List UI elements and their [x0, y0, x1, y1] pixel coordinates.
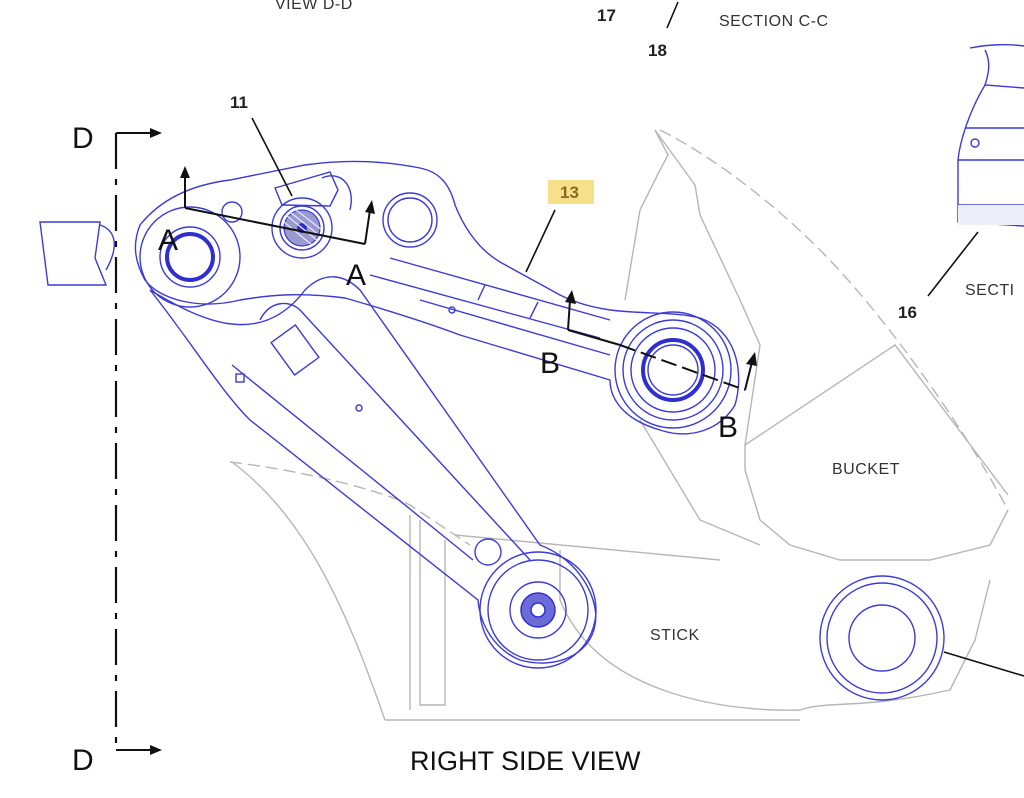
- leader-18: [666, 1, 679, 29]
- section-d-top: D: [72, 122, 94, 155]
- leader-16: [927, 231, 979, 297]
- section-b-left: B: [540, 347, 560, 380]
- section-partial-right: 16 SECTI: [898, 43, 1024, 322]
- quick-coupler-linkage: [39, 160, 1024, 701]
- lower-link: [149, 276, 597, 664]
- callout-13: 13: [560, 183, 579, 202]
- view-dd-label: VIEW D-D: [275, 0, 353, 13]
- bucket-pin: [819, 575, 1024, 701]
- stick-label: STICK: [650, 627, 700, 644]
- stick-outline: [229, 419, 991, 721]
- callout-16: 16: [898, 303, 917, 322]
- bucket-label: BUCKET: [832, 461, 900, 478]
- section-right-label: SECTI: [965, 282, 1015, 299]
- section-b-b: B B: [540, 290, 757, 444]
- section-a-left: A: [158, 224, 178, 257]
- callout-17: 17: [597, 6, 616, 25]
- section-b-right: B: [718, 411, 738, 444]
- idler-link: [134, 160, 740, 435]
- pin-b-assembly: [614, 311, 732, 429]
- pin-a: [165, 232, 215, 282]
- leader-13: [525, 209, 556, 273]
- pin-11-assembly: [271, 171, 352, 259]
- leader-11: [251, 117, 293, 197]
- section-d-d: D D: [72, 122, 162, 777]
- bucket-outline: [624, 129, 1009, 561]
- callout-11: 11: [230, 93, 248, 112]
- callout-13-highlight: [548, 180, 594, 204]
- callout-18: 18: [648, 41, 667, 60]
- section-a-right: A: [346, 259, 366, 292]
- view-title: RIGHT SIDE VIEW: [410, 746, 641, 776]
- pin-a-boss: [139, 206, 241, 308]
- left-ear: [39, 221, 108, 286]
- section-cc-label: SECTION C-C: [719, 13, 829, 30]
- section-a-a: A A: [158, 166, 375, 292]
- section-d-bottom: D: [72, 744, 94, 777]
